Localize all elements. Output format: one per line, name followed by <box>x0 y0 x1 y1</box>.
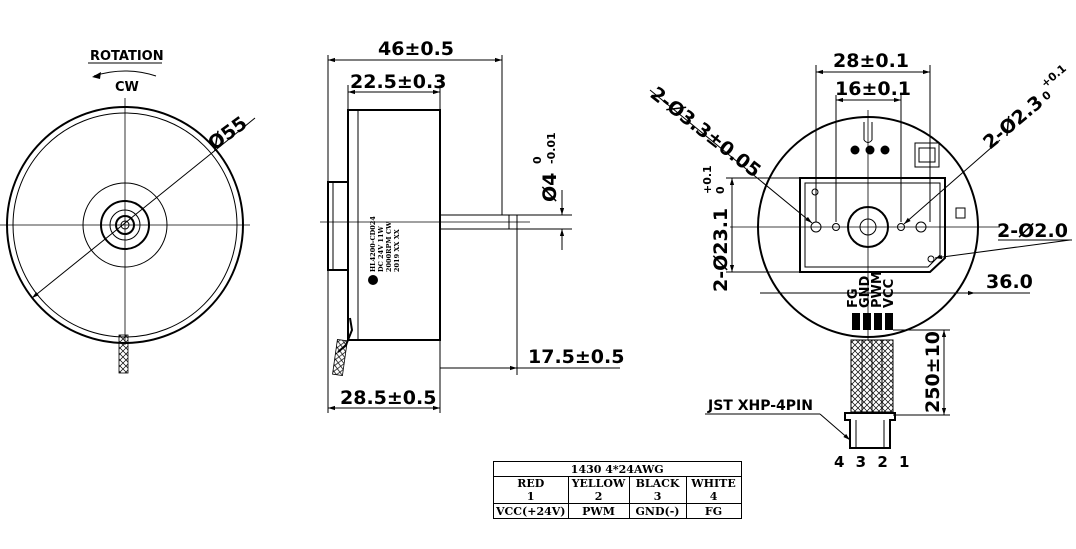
rotation-arrow-head <box>92 72 101 79</box>
pin-hole-tol-lower: 0 <box>1040 88 1054 103</box>
wire-color-black: BLACK <box>635 477 680 490</box>
motor-body <box>347 109 441 341</box>
wire-color-yellow: YELLOW <box>571 477 626 490</box>
pin-hole-left <box>832 223 840 231</box>
dia55-label: Ø55 <box>204 112 251 155</box>
shaft-extension-label: 17.5±0.5 <box>528 346 624 368</box>
pin-hole-leader <box>903 139 1001 225</box>
direction-label: CW <box>115 80 139 95</box>
mount-hole-right <box>915 221 927 233</box>
boss-dia-label: 2-Ø23.1 <box>710 208 732 292</box>
pin-pad-2 <box>863 313 871 330</box>
table-cell: WHITE 4 <box>685 476 742 504</box>
body-length-label: 22.5±0.3 <box>350 71 446 93</box>
nameplate: HL4200-CD024 DC 24V 11W 2000RPM CW 2019 … <box>368 216 401 285</box>
pcb-plate <box>799 177 946 273</box>
wire-color-red: RED <box>517 477 545 490</box>
small-hole-label: 2-Ø2.0 <box>997 220 1068 242</box>
table-cell: YELLOW 2 <box>567 476 630 504</box>
shaft-dia-label: Ø4 <box>539 173 561 202</box>
marker-square <box>955 207 966 219</box>
nameplate-line-4: 2019 XX XX <box>393 228 401 272</box>
front-hub <box>847 206 889 248</box>
left-cable <box>118 334 129 374</box>
hole-spacing-outer-label: 28±0.1 <box>833 50 909 72</box>
pin-hole-right <box>897 223 905 231</box>
wire-number-4: 4 <box>709 490 718 503</box>
front-shaft <box>859 218 877 236</box>
connector-label: JST XHP-4PIN <box>707 398 813 414</box>
boss-tol-lower: 0 <box>714 186 727 194</box>
table-cell: RED 1 <box>493 476 569 504</box>
rotation-label: ROTATION <box>90 49 164 64</box>
table-row: VCC(+24V) PWM GND(-) FG <box>493 503 742 519</box>
shaft-tol-lower: -0.01 <box>545 132 558 164</box>
pin-label-fg: FG <box>846 288 861 308</box>
pcb-plate-inner <box>804 182 941 268</box>
side-view: 46±0.5 22.5±0.3 HL4200-CD024 DC 24V 11W … <box>320 38 624 413</box>
wire-table: 1430 4*24AWG RED 1 YELLOW 2 BLACK 3 WHIT… <box>493 461 742 519</box>
left-view: ROTATION CW Ø55 <box>0 49 256 374</box>
pin-label-gnd: GND <box>858 275 873 308</box>
rotation-arrow <box>93 70 157 77</box>
wire-function-4: FG <box>685 503 742 519</box>
component-box-inner <box>918 147 936 163</box>
nameplate-line-2: DC 24V 11W <box>377 226 385 272</box>
connector-leader <box>819 413 851 441</box>
pin-label-pwm: PWM <box>870 271 885 308</box>
pin-hole-tol-upper: +0.1 <box>1039 62 1069 90</box>
wire-function-3: GND(-) <box>628 503 687 519</box>
mount-hole-leader <box>649 89 813 224</box>
table-cell: BLACK 3 <box>628 476 687 504</box>
nameplate-line-3: 2000RPM CW <box>385 221 393 272</box>
pin-hole-label: 2-Ø2.3 <box>979 91 1047 153</box>
dot-1 <box>850 145 860 155</box>
connector-housing <box>844 412 896 449</box>
dia55-leader <box>31 139 229 299</box>
wire-number-1: 1 <box>526 490 535 503</box>
wire-function-2: PWM <box>567 503 630 519</box>
nameplate-logo-icon <box>368 275 378 285</box>
side-cable <box>332 339 348 376</box>
offset-label: 36.0 <box>986 271 1033 293</box>
table-row: RED 1 YELLOW 2 BLACK 3 WHITE 4 <box>493 476 742 504</box>
hole-spacing-inner-label: 16±0.1 <box>835 78 911 100</box>
dot-3 <box>880 145 890 155</box>
balance-slot <box>863 122 873 143</box>
wire-color-white: WHITE <box>691 477 736 490</box>
nameplate-line-1: HL4200-CD024 <box>369 216 377 272</box>
table-title: 1430 4*24AWG <box>493 461 742 477</box>
front-view: 28±0.1 16±0.1 2-Ø3.3±0.05 2-Ø2.3 +0.1 0 … <box>646 50 1072 471</box>
pin-pad-3 <box>874 313 882 330</box>
pin-label-vcc: VCC <box>882 279 897 308</box>
small-hole-top <box>811 188 819 196</box>
table-row: 1430 4*24AWG <box>493 461 742 477</box>
component-box <box>914 142 940 168</box>
cable-length-label: 250±10 <box>922 331 944 413</box>
pin-pad-1 <box>852 313 860 330</box>
small-hole-leader <box>934 239 1071 260</box>
boss-tol-upper: +0.1 <box>701 165 714 194</box>
motor-boss <box>327 181 349 271</box>
dia55-leader-ext <box>227 117 256 141</box>
wire-number-2: 2 <box>594 490 603 503</box>
wire-number-3: 3 <box>653 490 662 503</box>
dot-2 <box>865 145 875 155</box>
connector-pin-numbers: 4 3 2 1 <box>834 453 912 471</box>
small-hole-bottom <box>927 255 935 263</box>
shaft-tol-upper: 0 <box>531 156 544 164</box>
wire-function-1: VCC(+24V) <box>493 503 569 519</box>
base-length-label: 28.5±0.5 <box>340 387 436 409</box>
overall-length-label: 46±0.5 <box>378 38 454 60</box>
pin-pad-4 <box>885 313 893 330</box>
